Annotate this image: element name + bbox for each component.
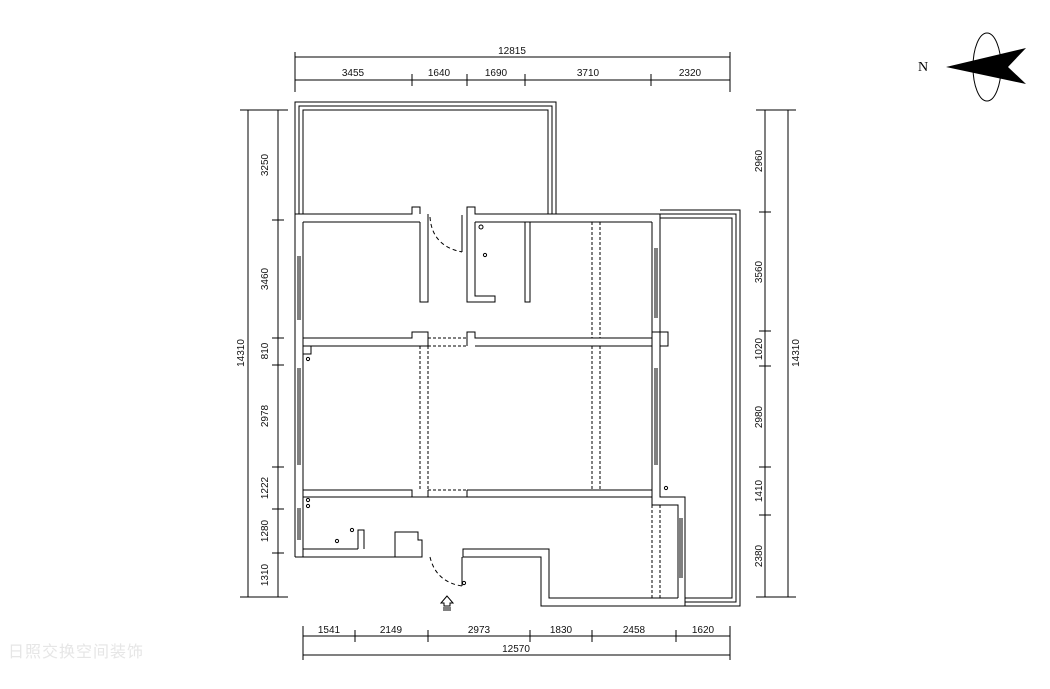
left-dimension-7: 1310: [260, 563, 271, 586]
left-dimension-4: 2978: [260, 404, 271, 427]
left-dimension-5: 1222: [260, 476, 271, 499]
right-dimension-chain: [756, 109, 796, 598]
right-dimension-4: 2980: [754, 405, 765, 428]
windows: [297, 248, 683, 578]
top-dimension-3: 1690: [485, 68, 508, 79]
north-arrow-icon: [946, 32, 1026, 102]
dashed-lines: [419, 222, 661, 598]
entrance-arrow-icon: [439, 595, 455, 611]
bottom-dimension-1: 1541: [318, 625, 341, 636]
right-dimension-6: 2380: [754, 544, 765, 567]
top-dimension-chain: [294, 52, 731, 92]
left-dimension-2: 3460: [260, 267, 271, 290]
top-total-dimension: 12815: [498, 46, 526, 57]
watermark-text: 日照交换空间装饰: [8, 642, 145, 661]
right-balcony: [660, 209, 741, 607]
top-dimension-2: 1640: [428, 68, 451, 79]
right-dimension-5: 1410: [754, 479, 765, 502]
top-dimension-4: 3710: [577, 68, 600, 79]
north-label: N: [918, 60, 928, 75]
left-dimension-chain: [240, 109, 288, 598]
exterior-walls: [294, 206, 686, 607]
door-swings: [429, 215, 463, 587]
bottom-total-dimension: 12570: [502, 644, 530, 655]
bottom-dimension-5: 2458: [623, 625, 646, 636]
fixture-points: [305, 224, 669, 586]
bottom-dimension-chain: [302, 626, 731, 660]
bottom-dimension-6: 1620: [692, 625, 715, 636]
left-dimension-6: 1280: [260, 519, 271, 542]
right-dimension-1: 2960: [754, 149, 765, 172]
left-dimension-3: 810: [260, 342, 271, 359]
interior-walls: [303, 214, 669, 557]
bottom-dimension-2: 2149: [380, 625, 403, 636]
right-dimension-2: 3560: [754, 260, 765, 283]
top-balcony: [294, 101, 557, 214]
bottom-dimension-4: 1830: [550, 625, 573, 636]
left-total-dimension: 14310: [236, 339, 247, 367]
top-dimension-1: 3455: [342, 68, 365, 79]
bottom-dimension-3: 2973: [468, 625, 491, 636]
right-total-dimension: 14310: [791, 339, 802, 367]
right-dimension-3: 1020: [754, 337, 765, 360]
top-dimension-5: 2320: [679, 68, 702, 79]
left-dimension-1: 3250: [260, 153, 271, 176]
